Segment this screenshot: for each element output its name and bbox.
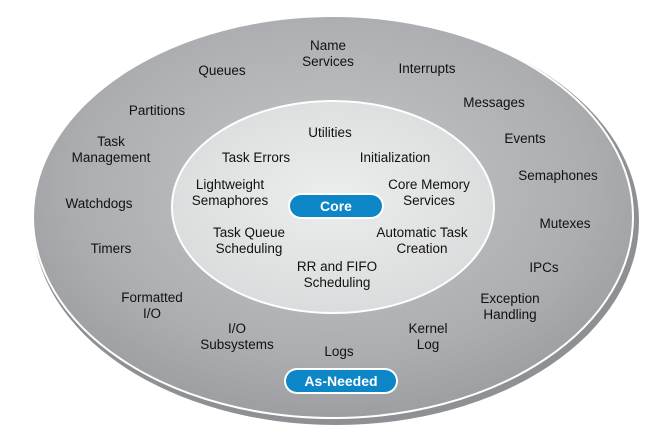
item-timers: Timers xyxy=(90,241,132,256)
core-item-initialization: Initialization xyxy=(359,150,431,165)
item-events: Events xyxy=(504,131,546,146)
item-interrupts: Interrupts xyxy=(398,61,456,76)
item-exception-handling: Exception Handling xyxy=(480,291,540,322)
item-watchdogs: Watchdogs xyxy=(65,196,133,211)
item-partitions: Partitions xyxy=(128,103,186,118)
item-task-management: Task Management xyxy=(71,134,151,165)
item-semaphones: Semaphones xyxy=(518,168,598,183)
item-name-services: Name Services xyxy=(302,38,354,69)
as-needed-badge: As-Needed xyxy=(286,370,396,392)
item-formatted-io: Formatted I/O xyxy=(121,290,183,321)
core-badge: Core xyxy=(290,195,382,217)
core-item-rr-fifo-scheduling: RR and FIFO Scheduling xyxy=(296,259,378,290)
core-item-task-errors: Task Errors xyxy=(221,150,291,165)
core-item-utilities: Utilities xyxy=(308,125,352,140)
core-item-lightweight-semaphores: Lightweight Semaphores xyxy=(191,177,269,208)
item-queues: Queues xyxy=(198,63,246,78)
item-ipcs: IPCs xyxy=(529,260,559,275)
item-kernel-log: Kernel Log xyxy=(408,321,448,352)
core-item-automatic-task-creation: Automatic Task Creation xyxy=(376,225,468,256)
core-item-task-queue-scheduling: Task Queue Scheduling xyxy=(212,225,286,256)
item-messages: Messages xyxy=(463,95,525,110)
item-io-subsystems: I/O Subsystems xyxy=(200,321,274,352)
item-mutexes: Mutexes xyxy=(539,216,591,231)
core-item-core-memory-services: Core Memory Services xyxy=(388,177,470,208)
item-logs: Logs xyxy=(324,344,354,359)
